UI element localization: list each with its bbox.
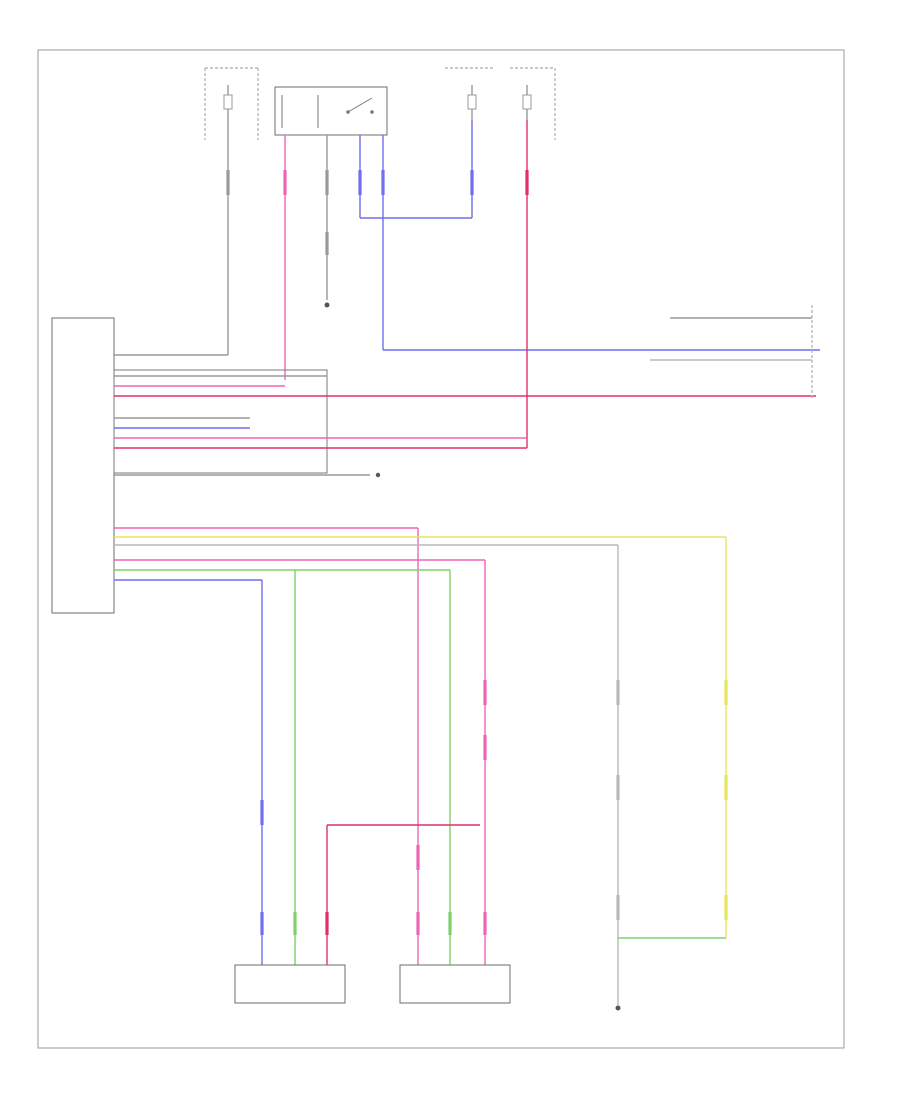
parking-switch [274,86,388,136]
right-rear-sensor [399,964,511,1004]
fuse-2 [467,85,477,120]
diagram-frame [37,49,845,1049]
power-source-2 [445,67,556,140]
control-module [51,317,115,614]
right-inner-sensor [618,850,728,939]
ground-2 [375,472,381,478]
fuse-1 [223,85,233,120]
ground-3 [615,1005,621,1011]
instrument-cluster [650,305,813,400]
fuse-3 [522,85,532,120]
ground-1 [324,302,330,308]
left-rear-sensor [234,964,346,1004]
power-source-1 [204,67,259,140]
